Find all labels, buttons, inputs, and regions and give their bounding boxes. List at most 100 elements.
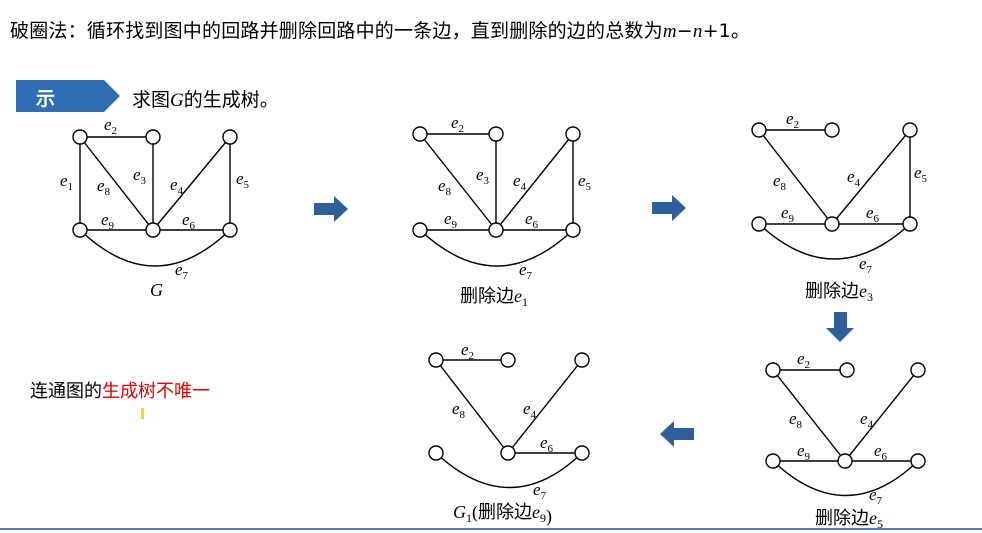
label-e7: e7 xyxy=(869,485,883,507)
edge-e4 xyxy=(844,369,919,462)
graph-G1 xyxy=(428,352,590,489)
vertex xyxy=(565,126,581,142)
vertex xyxy=(574,352,590,368)
question-pre: 求图 xyxy=(132,89,171,111)
label-e6: e6 xyxy=(874,441,888,463)
label-e5: e5 xyxy=(578,171,592,193)
arrow-down xyxy=(826,312,854,342)
label-e4: e4 xyxy=(860,409,874,431)
vertex xyxy=(910,362,926,378)
edge-e4 xyxy=(495,133,574,231)
vertex xyxy=(824,216,840,232)
vertex xyxy=(72,129,88,145)
graph-delete-e3 xyxy=(751,122,918,260)
label-e9: e9 xyxy=(797,441,811,463)
vertex xyxy=(145,129,161,145)
note-highlight: 生成树不唯一 xyxy=(102,381,210,402)
vertex xyxy=(145,222,161,238)
question-post: 的生成树。 xyxy=(183,89,279,111)
label-e7: e7 xyxy=(519,260,533,282)
vertex xyxy=(751,216,767,232)
example-question: 求图G的生成树。 xyxy=(132,85,279,112)
edge-e8 xyxy=(435,359,509,454)
label-e2: e2 xyxy=(797,349,810,371)
label-e6: e6 xyxy=(182,210,196,232)
label-e4: e4 xyxy=(523,399,537,421)
vertex xyxy=(765,453,781,469)
note-prefix: 连通图的 xyxy=(30,381,102,402)
caption-delete-e1: 删除边e1 xyxy=(460,286,528,309)
vertex xyxy=(500,352,516,368)
description-text: 破圈法：循环找到图中的回路并删除回路中的一条边，直到删除的边的总数为 xyxy=(10,20,663,42)
bottom-divider xyxy=(0,528,982,530)
method-description: 破圈法：循环找到图中的回路并删除回路中的一条边，直到删除的边的总数为m−n+1。 xyxy=(10,16,750,43)
label-e4: e4 xyxy=(513,171,527,193)
label-e5: e5 xyxy=(914,163,928,185)
label-e4: e4 xyxy=(847,167,861,189)
vertex xyxy=(412,222,428,238)
label-e9: e9 xyxy=(444,209,458,231)
label-e2: e2 xyxy=(104,115,117,137)
caption-delete-e3: 删除边e3 xyxy=(805,281,873,304)
text-cursor xyxy=(141,408,144,419)
var-n: n xyxy=(692,21,703,42)
vertex xyxy=(500,445,516,461)
label-e6: e6 xyxy=(540,433,554,455)
arrow-right xyxy=(652,195,686,221)
example-tag-shape xyxy=(16,80,120,112)
label-e3: e3 xyxy=(476,165,490,187)
edge-e7 xyxy=(79,229,231,267)
vertex xyxy=(222,129,238,145)
question-var: G xyxy=(170,90,184,111)
var-m: m xyxy=(662,21,677,42)
label-e7: e7 xyxy=(533,480,547,502)
label-e8: e8 xyxy=(452,399,466,421)
arrow-left xyxy=(660,421,694,447)
edge-e7 xyxy=(772,460,919,497)
edge-e4 xyxy=(507,359,583,454)
note: 连通图的生成树不唯一 xyxy=(30,377,210,403)
vertex xyxy=(488,126,504,142)
label-e9: e9 xyxy=(101,210,115,232)
vertex xyxy=(222,222,238,238)
vertex xyxy=(902,216,918,232)
vertex xyxy=(72,222,88,238)
description-tail: +1。 xyxy=(702,20,751,42)
graph-delete-e1 xyxy=(412,126,581,267)
label-e8: e8 xyxy=(773,171,787,193)
vertex xyxy=(910,453,926,469)
vertex xyxy=(837,453,853,469)
arrow-right xyxy=(314,196,348,222)
caption-delete-e5: 删除边e5 xyxy=(815,508,883,531)
caption-G: G xyxy=(150,280,163,300)
edge-e8 xyxy=(758,129,833,225)
caption-G1: G1(删除边e9) xyxy=(453,502,552,527)
edge-e7 xyxy=(758,223,911,260)
edge-e8 xyxy=(772,369,846,462)
example-tag-label: 示例 xyxy=(36,88,56,137)
label-e2: e2 xyxy=(451,113,464,135)
minus-sign: − xyxy=(676,20,693,42)
edge-e8 xyxy=(419,133,497,231)
label-e5: e5 xyxy=(236,169,250,191)
vertex xyxy=(412,126,428,142)
edge-e8 xyxy=(79,136,154,231)
label-e8: e8 xyxy=(438,176,452,198)
vertex xyxy=(488,222,504,238)
vertex xyxy=(428,445,444,461)
edge-e7 xyxy=(435,452,583,489)
vertex xyxy=(565,222,581,238)
label-e8: e8 xyxy=(789,409,803,431)
graph-G xyxy=(72,129,238,267)
vertex xyxy=(765,362,781,378)
label-e2: e2 xyxy=(786,109,799,131)
vertex xyxy=(839,362,855,378)
label-e6: e6 xyxy=(525,209,539,231)
label-e8: e8 xyxy=(97,176,111,198)
vertex xyxy=(428,352,444,368)
label-e3: e3 xyxy=(133,165,147,187)
graph-delete-e5 xyxy=(765,362,926,497)
label-e2: e2 xyxy=(461,340,474,362)
vertex xyxy=(574,445,590,461)
